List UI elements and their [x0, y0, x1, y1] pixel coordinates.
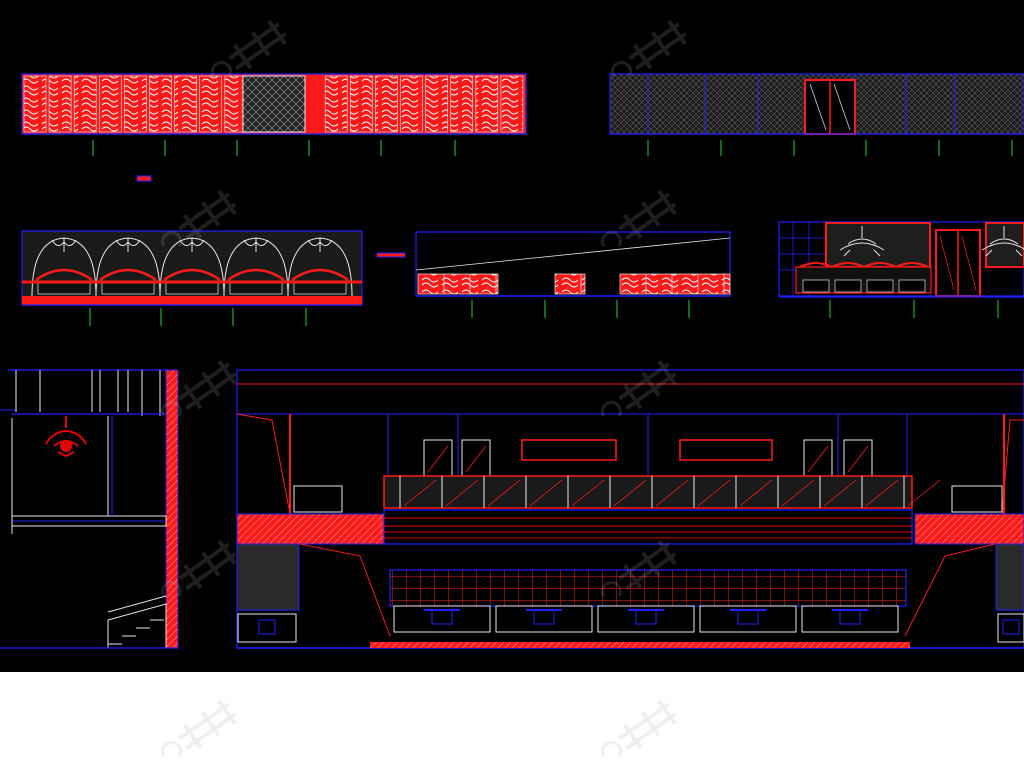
- stair-section-with-chandelier: [0, 369, 179, 649]
- arched-booth-elevation: [21, 230, 363, 326]
- chandelier-icon: [45, 416, 87, 458]
- mesh-wall-with-door-elevation: [609, 73, 1024, 156]
- sloped-ceiling-booth-elevation: [415, 231, 731, 318]
- cad-elevation-drawing: [0, 73, 1024, 649]
- section-marker: [376, 252, 406, 258]
- empty-lower-area: [0, 672, 1024, 768]
- cad-drawing-canvas: [0, 0, 1024, 672]
- main-stage-section: [236, 369, 1024, 649]
- chandelier-window-booth-elevation: [778, 221, 1024, 318]
- screen-panel-elevation: [21, 73, 527, 156]
- section-marker: [136, 175, 152, 182]
